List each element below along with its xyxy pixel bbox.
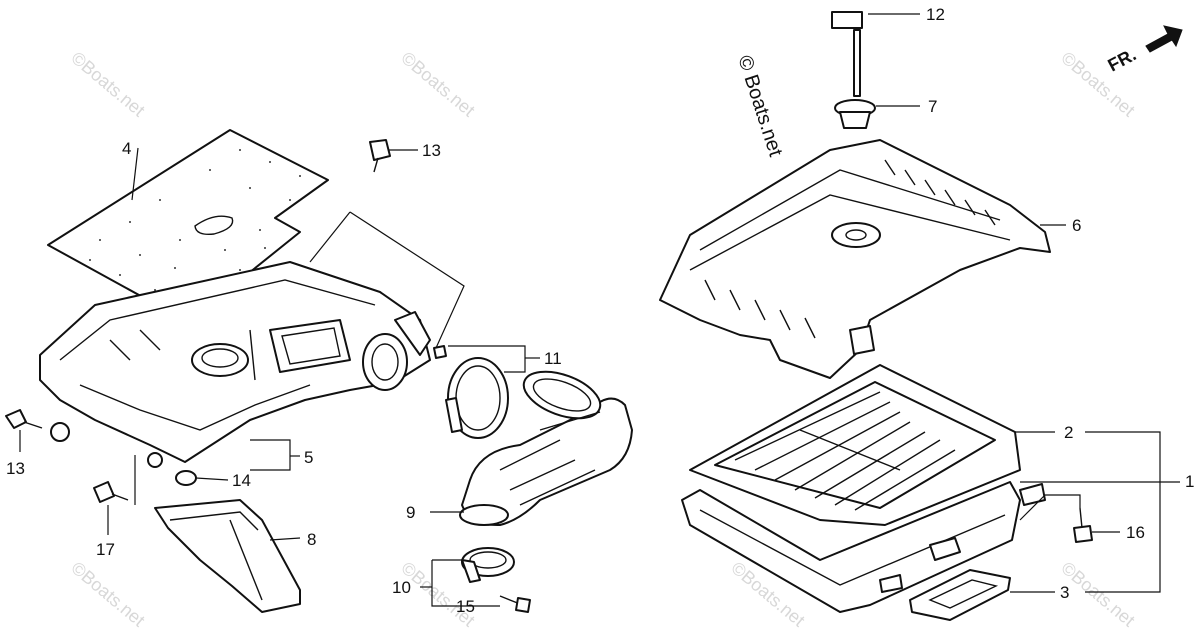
- watermark: ©Boats.net: [1057, 558, 1138, 631]
- callout-11: 11: [544, 349, 562, 368]
- callout-9: 9: [406, 503, 415, 522]
- direction-arrow-icon: [1145, 25, 1183, 53]
- part-12-bolt: [831, 11, 863, 97]
- part-3-gasket: [909, 569, 1011, 621]
- part-17-bolt: [93, 481, 129, 503]
- callout-15: 15: [456, 597, 475, 616]
- callout-1: 1: [1185, 472, 1194, 491]
- part-13-bolt-top: [369, 139, 391, 173]
- callout-13-top: 13: [422, 141, 441, 160]
- callout-10: 10: [392, 578, 411, 597]
- part-11-clamp: [433, 345, 509, 439]
- callout-4: 4: [122, 139, 131, 158]
- part-7-grommet: [834, 99, 876, 129]
- part-6-cover: [659, 139, 1051, 379]
- part-1-lower-housing: [681, 481, 1046, 613]
- callout-3: 3: [1060, 583, 1069, 602]
- watermark: ©Boats.net: [67, 558, 148, 631]
- watermark: ©Boats.net: [67, 48, 148, 121]
- part-2-filter-element: [689, 364, 1021, 526]
- part-14-grommet: [175, 470, 197, 486]
- part-16-bolt: [1073, 507, 1093, 543]
- direction-label: FR.: [1104, 44, 1139, 75]
- callout-labels: 1 2 3 4 5 6 7 8 9 10 11 12 13 13 14 15 1…: [6, 5, 1194, 616]
- front-direction-indicator: FR.: [1104, 25, 1183, 76]
- callout-2: 2: [1064, 423, 1073, 442]
- callout-17: 17: [96, 540, 115, 559]
- callout-14: 14: [232, 471, 251, 490]
- part-5-housing-case: [39, 261, 431, 468]
- part-15-screw: [499, 595, 531, 613]
- callout-6: 6: [1072, 216, 1081, 235]
- part-8-intake-duct: [154, 499, 301, 613]
- callout-8: 8: [307, 530, 316, 549]
- callout-5: 5: [304, 448, 313, 467]
- leader-lines: [19, 13, 1180, 607]
- callout-16: 16: [1126, 523, 1145, 542]
- callout-12: 12: [926, 5, 945, 24]
- part-13-bolt-left: [5, 409, 43, 429]
- callout-13-left: 13: [6, 459, 25, 478]
- watermark: ©Boats.net: [397, 48, 478, 121]
- part-9-intake-tube: [459, 370, 633, 527]
- part-10-hose-clamp: [461, 547, 515, 583]
- callout-7: 7: [928, 97, 937, 116]
- brand-label: © Boats.net: [733, 53, 786, 160]
